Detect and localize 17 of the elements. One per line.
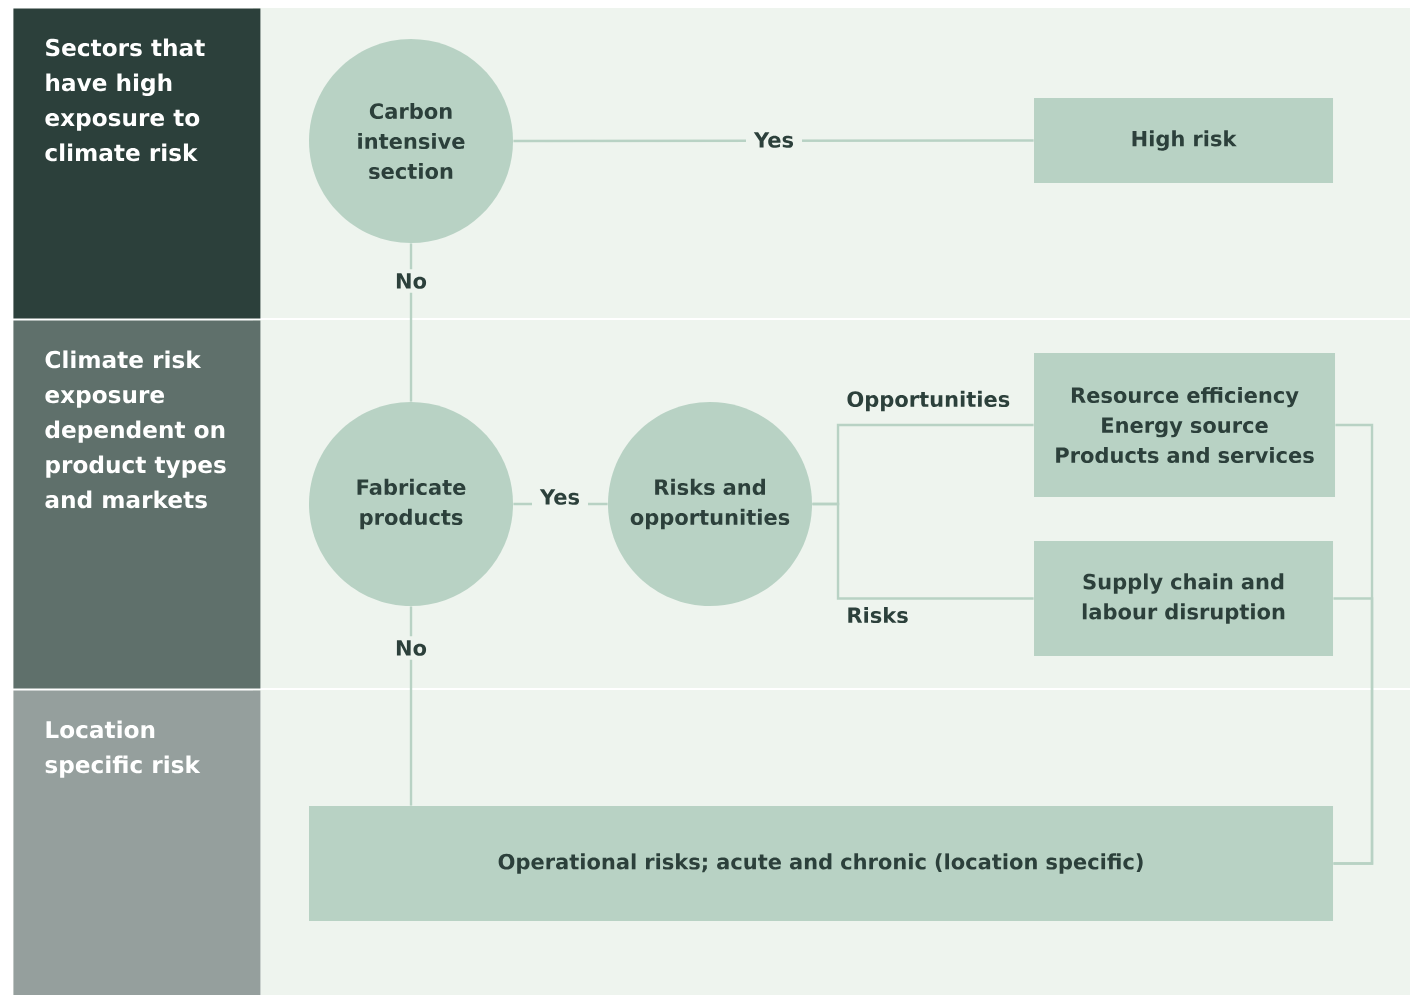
connector-line [513, 139, 1034, 143]
connector-line [1333, 597, 1374, 865]
outcome-box: High risk [1034, 98, 1334, 183]
outcome-box: Supply chain and labour disruption [1034, 541, 1334, 656]
edge-label: Risks [848, 606, 908, 624]
edge-label: No [387, 636, 435, 660]
edge-label: Yes [746, 128, 802, 152]
edge-label: Opportunities [847, 390, 1010, 412]
connector-line [409, 606, 413, 806]
row-header: Climate risk exposure dependent on product types and markets [13, 320, 261, 689]
outcome-box: Resource efficiency Energy source Products and services [1034, 353, 1336, 497]
edge-label: Yes [532, 485, 588, 509]
edge-label: No [387, 269, 435, 293]
outcome-box: Operational risks; acute and chronic (location specific) [309, 806, 1334, 921]
row-header: Location specific risk [13, 690, 261, 995]
row-header: Sectors that have high exposure to climate risk [13, 8, 261, 319]
connector-line [812, 502, 1034, 600]
